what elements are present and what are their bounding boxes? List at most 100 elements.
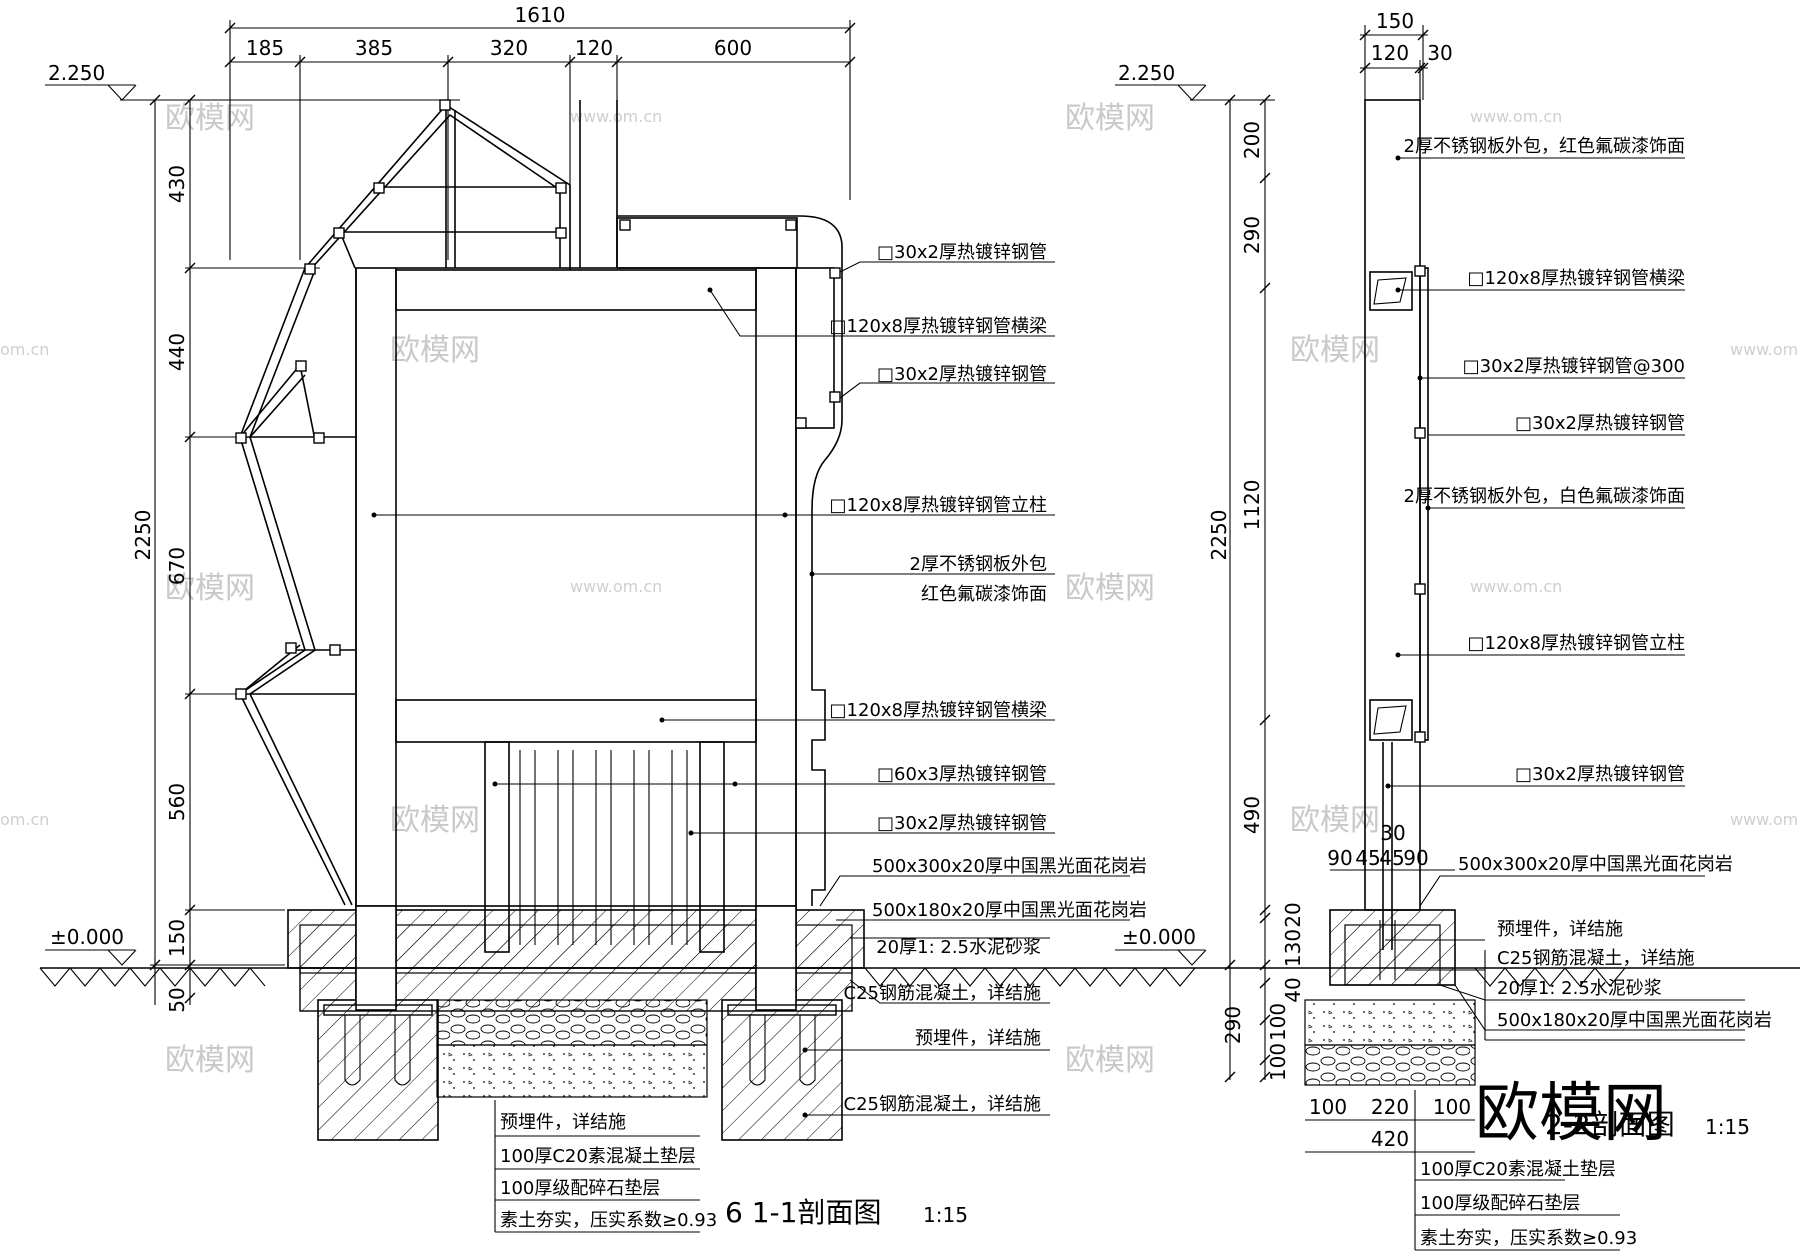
dim-height: 50 (165, 987, 189, 1012)
dim-segment: 30 (1427, 41, 1452, 65)
level-top-label: 2.250 (48, 61, 105, 85)
dim-height: 40 (1281, 977, 1305, 1002)
note-line: 预埋件，详结施 (500, 1112, 626, 1133)
column-body (1364, 99, 1429, 950)
callout-label: □120x8厚热镀锌钢管立柱 (830, 495, 1047, 516)
dim-total-width: 150 (1376, 9, 1414, 33)
dim-height: 150 (165, 919, 189, 957)
watermark-url: www.om.cn (1730, 810, 1800, 829)
callout-label: 预埋件，详结施 (915, 1028, 1041, 1049)
callout-label: □120x8厚热镀锌钢管横梁 (1468, 268, 1685, 289)
callout-label: C25钢筋混凝土，详结施 (1497, 948, 1694, 969)
dim-height: 440 (165, 333, 189, 371)
dim-segment: 45 (1379, 846, 1404, 870)
callout-label: □120x8厚热镀锌钢管立柱 (1468, 633, 1685, 654)
level-marker-top: 2.250 (45, 61, 200, 101)
watermark-url: www.om.cn (1470, 107, 1562, 126)
level-ground-label: ±0.000 (50, 925, 124, 949)
callout-label: C25钢筋混凝土，详结施 (844, 1094, 1041, 1115)
callout-label: 2厚不锈钢板外包，白色氟碳漆饰面 (1404, 486, 1685, 507)
callout-leaders (371, 261, 1130, 1118)
ground-line (39, 967, 1800, 987)
section-scale: 1:15 (1705, 1115, 1750, 1139)
level-marker-top-2: 2.250 (1115, 61, 1275, 101)
dim-height: 100 (1266, 1043, 1290, 1081)
watermarks: 欧模网 www.om.cn 欧模网 www.om.cn om.cn 欧模网 欧模… (0, 101, 1800, 1078)
level-ground-label: ±0.000 (1122, 925, 1196, 949)
callout-label: 20厚1: 2.5水泥砂浆 (1497, 978, 1662, 999)
callout-label: □30x2厚热镀锌钢管 (1515, 764, 1685, 785)
left-dimensions-2: 2250 200 290 1120 490 20 130 40 100 290 … (1207, 94, 1305, 1083)
foundation (287, 905, 865, 1141)
dim-segment: 385 (355, 36, 393, 60)
watermark-text: 欧模网 (1290, 333, 1380, 368)
section-scale: 1:15 (923, 1203, 968, 1227)
watermark-text: 欧模网 (1065, 101, 1155, 136)
callout-label: □30x2厚热镀锌钢管@300 (1463, 356, 1685, 377)
dim-total-height: 2250 (131, 510, 155, 561)
watermark-text: 欧模网 (1290, 803, 1380, 838)
section-title: 2-2剖面图 (1545, 1108, 1675, 1141)
dim-segment: 120 (575, 36, 613, 60)
section-title: 6 1-1剖面图 (725, 1196, 881, 1229)
watermark-url: www.om.cn (570, 107, 662, 126)
callout-label: 500x300x20厚中国黑光面花岗岩 (1458, 854, 1733, 875)
watermark-text: 欧模网 (1065, 1043, 1155, 1078)
watermark-text: 欧模网 (1065, 571, 1155, 606)
watermark-logo: 欧模网 (1475, 1077, 1667, 1151)
level-marker-ground: ±0.000 (45, 925, 137, 966)
dim-segment: 90 (1327, 846, 1352, 870)
watermark-url: www.om.cn (1470, 577, 1562, 596)
note-line: 100厚级配碎石垫层 (500, 1178, 660, 1199)
note-line: 100厚C20素混凝土垫层 (1420, 1159, 1616, 1180)
watermark-text: 欧模网 (390, 333, 480, 368)
layer-notes-2: 100厚C20素混凝土垫层 100厚级配碎石垫层 素土夯实，压实系数≥0.93 (1420, 1159, 1637, 1249)
watermark-url: www.om.cn (1730, 340, 1800, 359)
note-line: 100厚级配碎石垫层 (1420, 1193, 1580, 1214)
left-dimensions: 2250 430 440 670 560 150 50 (131, 94, 460, 1013)
callout-label: □120x8厚热镀锌钢管横梁 (830, 316, 1047, 337)
callout-label: 预埋件，详结施 (1497, 919, 1623, 940)
sign-folded-frame (235, 99, 571, 906)
callout-label: 红色氟碳漆饰面 (921, 584, 1047, 605)
layer-notes: 预埋件，详结施 100厚C20素混凝土垫层 100厚级配碎石垫层 素土夯实，压实… (494, 1100, 717, 1233)
dim-segment: 185 (246, 36, 284, 60)
callout-label: 500x180x20厚中国黑光面花岗岩 (872, 900, 1147, 921)
callout-label: □30x2厚热镀锌钢管 (877, 813, 1047, 834)
dim-segment: 320 (490, 36, 528, 60)
dim-height: 430 (165, 165, 189, 203)
note-line: 100厚C20素混凝土垫层 (500, 1146, 696, 1167)
watermark-url: om.cn (0, 810, 49, 829)
callout-label: □30x2厚热镀锌钢管 (877, 364, 1047, 385)
dim-segment: 120 (1371, 41, 1409, 65)
dim-segment: 600 (714, 36, 752, 60)
sign-board (355, 100, 843, 1000)
watermark-text: 欧模网 (390, 803, 480, 838)
dim-height: 130 (1281, 929, 1305, 967)
callout-label: □60x3厚热镀锌钢管 (877, 764, 1047, 785)
foundation-2 (1304, 909, 1476, 1086)
dim-total-width: 1610 (515, 3, 566, 27)
dim-height: 1120 (1240, 480, 1264, 531)
dim-segment: 30 (1380, 821, 1405, 845)
dim-segment: 45 (1355, 846, 1380, 870)
callout-label: 20厚1: 2.5水泥砂浆 (876, 937, 1041, 958)
dim-segment: 220 (1371, 1095, 1409, 1119)
dim-total-width: 420 (1371, 1127, 1409, 1151)
dim-height: 490 (1240, 796, 1264, 834)
dim-segment: 100 (1433, 1095, 1471, 1119)
callout-leaders-2 (1385, 155, 1745, 1251)
dim-height: 100 (1266, 1003, 1290, 1041)
callout-label: □120x8厚热镀锌钢管横梁 (830, 700, 1047, 721)
watermark-text: 欧模网 (165, 1043, 255, 1078)
section-1-1: 1610 185 385 320 120 600 2.250 ±0.000 (39, 3, 1800, 1233)
watermark-text: 欧模网 (165, 101, 255, 136)
dim-height: 290 (1221, 1006, 1245, 1044)
level-marker-ground-2: ±0.000 (1115, 925, 1207, 966)
watermark-url: om.cn (0, 340, 49, 359)
callout-labels-2: 2厚不锈钢板外包，红色氟碳漆饰面 □120x8厚热镀锌钢管横梁 □30x2厚热镀… (1404, 136, 1772, 1031)
level-top-label: 2.250 (1118, 61, 1175, 85)
dim-height: 670 (165, 547, 189, 585)
callout-label: 2厚不锈钢板外包，红色氟碳漆饰面 (1404, 136, 1685, 157)
